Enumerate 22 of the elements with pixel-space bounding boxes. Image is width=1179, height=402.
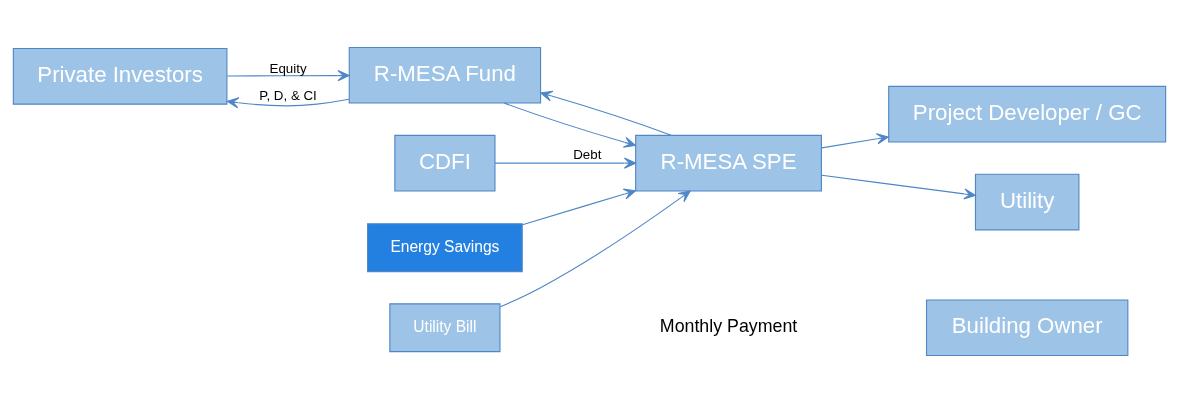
edge-label: Equity [269,60,307,76]
node-box: Energy Savings [367,222,523,272]
arrow [821,132,889,148]
arrow [540,90,672,136]
edge-label: Debt [573,146,602,162]
arrow [821,174,976,199]
arrow [503,102,636,148]
node-box: Private Investors [12,47,228,105]
arrow [499,190,691,307]
node-box: R-MESA Fund [348,46,542,104]
edge-label: P, D, & CI [259,87,317,103]
node-box: Project Developer / GC [888,85,1167,143]
label: Monthly Payment [659,315,798,336]
arrow [494,157,637,169]
arrow [226,69,350,81]
node-box: R-MESA SPE [635,134,822,191]
node-box: CDFI [394,134,496,191]
node-box: Utility Bill [389,302,501,352]
arrow [522,188,636,225]
arrow [226,96,350,108]
node-box: Building Owner [925,298,1129,356]
node-box: Utility [974,173,1080,230]
